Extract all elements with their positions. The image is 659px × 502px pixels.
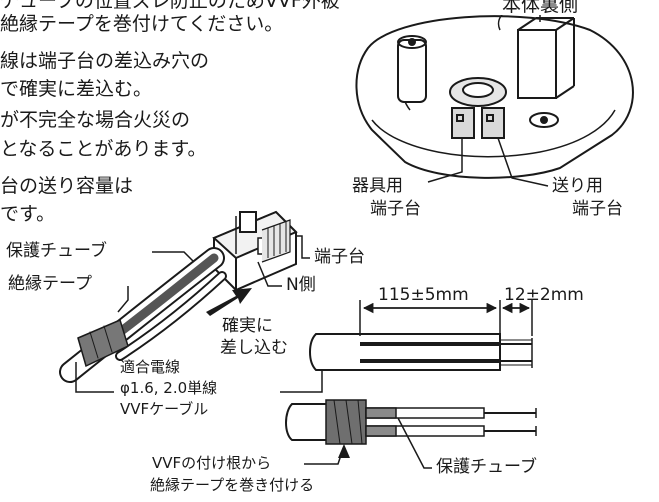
- dimension-lines: [280, 300, 533, 393]
- feed-terminal-label-1: 送り用: [552, 176, 603, 196]
- instruction-line-1: チューブの位置ズレ防止のためVVF外被: [0, 0, 340, 12]
- instruction-line-3: 線は端子台の差込み穴の: [0, 50, 210, 72]
- housing-illustration: [355, 4, 634, 179]
- protective-tube-label: 保護チューブ: [6, 241, 107, 261]
- insert-label-1: 確実に: [222, 316, 273, 336]
- tape-note-line-2: 絶縁テープを巻き付ける: [150, 476, 315, 494]
- insert-label-2: 差し込む: [220, 338, 288, 358]
- stripped-cable: [309, 333, 533, 371]
- wire-spec-title: 適合電線: [120, 358, 181, 376]
- wire-spec-size: φ1.6, 2.0単線: [120, 379, 218, 397]
- core-length-label: 12±2mm: [504, 285, 584, 305]
- instruction-line-2: 絶縁テープを巻付けてください。: [0, 13, 284, 35]
- tape-pointer-arrow: [338, 444, 350, 458]
- feed-terminal-label-2: 端子台: [572, 199, 623, 219]
- n-side-label: N側: [286, 275, 316, 295]
- instruction-line-4: で確実に差込む。: [0, 78, 153, 100]
- insulating-tape-label: 絶縁テープ: [8, 274, 92, 294]
- instruction-line-8: です。: [0, 203, 56, 225]
- fixture-terminal-label-2: 端子台: [370, 199, 421, 219]
- sheath-length-label: 115±5mm: [378, 285, 469, 305]
- housing-leader-lines: [427, 137, 549, 187]
- instruction-line-7: 台の送り容量は: [0, 175, 134, 197]
- tape-note-line-1: VVFの付け根から: [152, 454, 272, 472]
- connector-illustration: [212, 210, 298, 292]
- instruction-line-6: となることがあります。: [0, 138, 207, 160]
- connector-leader-lines: [75, 235, 310, 393]
- connector-wires: [59, 247, 227, 383]
- back-side-label: 本体裏側: [498, 0, 583, 15]
- taped-tube-label: 保護チューブ: [436, 457, 537, 477]
- wire-spec-type: VVFケーブル: [120, 400, 209, 418]
- instruction-line-5: が不完全な場合火災の: [0, 109, 191, 131]
- fixture-terminal-label-1: 器具用: [352, 176, 403, 196]
- terminal-block-label: 端子台: [314, 247, 365, 267]
- insert-arrow: [206, 288, 252, 316]
- taped-cable: [285, 399, 537, 445]
